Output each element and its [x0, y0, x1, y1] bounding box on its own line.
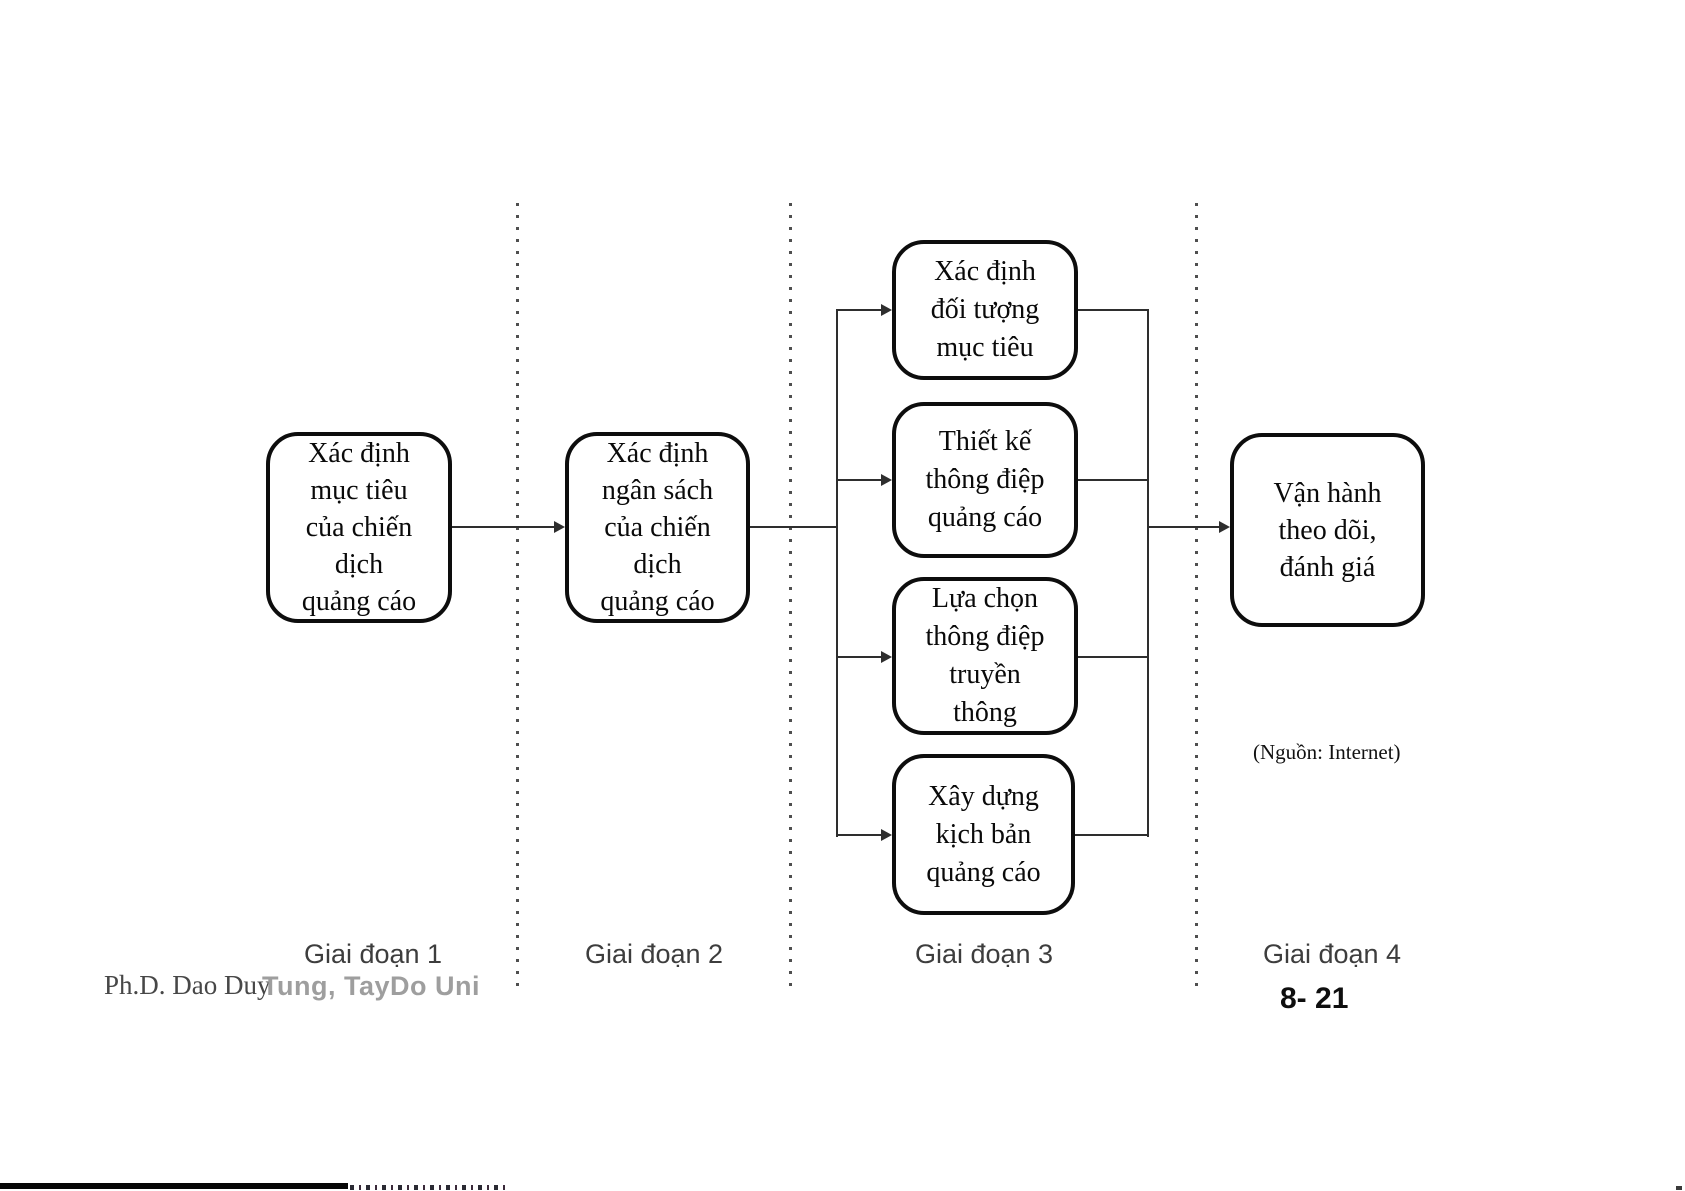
flow-node-text: Xác định ngân sách của chiến dịch quảng … [600, 438, 715, 617]
stage-separator-3 [1195, 203, 1198, 988]
flow-node-stage2-budget: Xác định ngân sách của chiến dịch quảng … [565, 432, 750, 623]
source-note: (Nguồn: Internet) [1253, 740, 1401, 764]
flow-node-stage3-media-message: Lựa chọn thông điệp truyền thông [892, 577, 1078, 735]
stage-label-1: Giai đoạn 1 [303, 939, 443, 969]
flow-node-stage4-operate-evaluate: Vận hành theo dõi, đánh giá [1230, 433, 1425, 627]
arrow-into-node-d [881, 829, 892, 841]
arrow-into-node-c [881, 651, 892, 663]
flow-node-text: Xác định đối tượng mục tiêu [930, 256, 1040, 363]
flow-node-stage3-ad-script: Xây dựng kịch bản quảng cáo [892, 754, 1075, 915]
arrow-into-stage2 [554, 521, 565, 533]
flow-node-text: Xác định mục tiêu của chiến dịch quảng c… [301, 438, 417, 617]
collector-arm-3 [1074, 656, 1149, 658]
flow-node-text: Lựa chọn thông điệp truyền thông [925, 583, 1045, 728]
stage-separator-1 [516, 203, 519, 988]
branch-arm-2 [836, 479, 882, 481]
bottom-right-mark [1676, 1186, 1682, 1190]
page-number: 8- 21 [1280, 982, 1349, 1015]
flow-node-stage1-objectives: Xác định mục tiêu của chiến dịch quảng c… [266, 432, 452, 623]
bottom-cutoff-bar [0, 1183, 348, 1189]
connector-stage1-stage2 [452, 526, 555, 528]
collector-arm-2 [1076, 479, 1149, 481]
branch-arm-1 [836, 309, 882, 311]
stage-separator-2 [789, 203, 792, 988]
flow-node-text: Xây dựng kịch bản quảng cáo [926, 780, 1041, 888]
collector-vertical-line [1147, 309, 1149, 837]
branch-arm-4 [836, 834, 882, 836]
connector-stage2-branch [750, 526, 838, 528]
stage-label-2: Giai đoạn 2 [584, 939, 724, 969]
stage-label-4: Giai đoạn 4 [1262, 939, 1402, 969]
arrow-into-node-b [881, 474, 892, 486]
bottom-cutoff-text-fragments [350, 1185, 505, 1190]
footer-author-name: Ph.D. Dao Duy [104, 970, 271, 1000]
flow-node-text: Vận hành theo dõi, đánh giá [1273, 477, 1382, 583]
collector-arm-1 [1076, 309, 1149, 311]
stage-label-3: Giai đoạn 3 [914, 939, 1054, 969]
arrow-into-node-a [881, 304, 892, 316]
footer-author-affiliation: Tung, TayDo Uni [262, 971, 480, 1001]
arrow-into-stage4 [1219, 521, 1230, 533]
flow-node-stage3-message-design: Thiết kế thông điệp quảng cáo [892, 402, 1078, 558]
connector-stage3-stage4 [1147, 526, 1220, 528]
branch-vertical-line [836, 309, 838, 837]
branch-arm-3 [836, 656, 882, 658]
flow-node-text: Thiết kế thông điệp quảng cáo [925, 426, 1045, 533]
flow-node-stage3-target-audience: Xác định đối tượng mục tiêu [892, 235, 1081, 385]
collector-arm-4 [1074, 834, 1149, 836]
